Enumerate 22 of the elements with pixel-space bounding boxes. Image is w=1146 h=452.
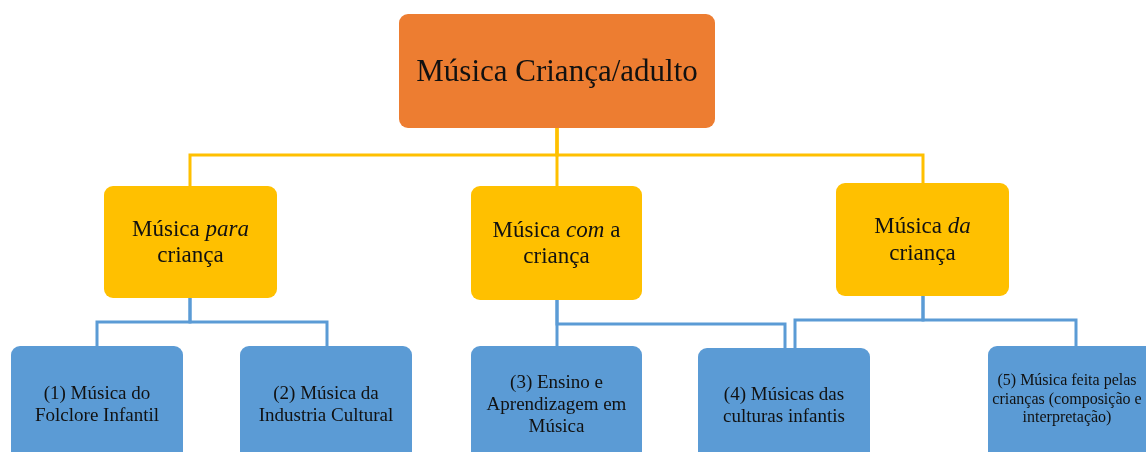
category-box: [104, 186, 277, 298]
category-label: (3) Ensino e Aprendizagem em Música: [485, 371, 628, 437]
connector-line: [555, 128, 925, 183]
category-box: [240, 346, 412, 452]
category-label: (1) Música do Folclore Infantil: [34, 382, 160, 426]
category-box: [836, 183, 1009, 296]
connector-line: [555, 300, 787, 348]
category-box: [471, 346, 642, 452]
category-label: Música com a criança: [491, 216, 622, 270]
category-box: [698, 348, 870, 452]
category-label: Música Criança/adulto: [416, 53, 698, 89]
connector-line: [188, 298, 329, 346]
connector-line: [921, 296, 1078, 346]
category-label: (2) Música da Industria Cultural: [257, 382, 395, 426]
category-box: [399, 14, 715, 128]
category-label: Música da criança: [873, 213, 972, 266]
category-label: (4) Músicas das culturas infantis: [722, 383, 846, 427]
category-box: [988, 346, 1146, 452]
category-label: Música para criança: [131, 215, 250, 269]
category-label: (5) Música feita pelas crianças (composição e interpretação): [991, 371, 1143, 427]
category-box: [11, 346, 183, 452]
category-box: [471, 186, 642, 300]
